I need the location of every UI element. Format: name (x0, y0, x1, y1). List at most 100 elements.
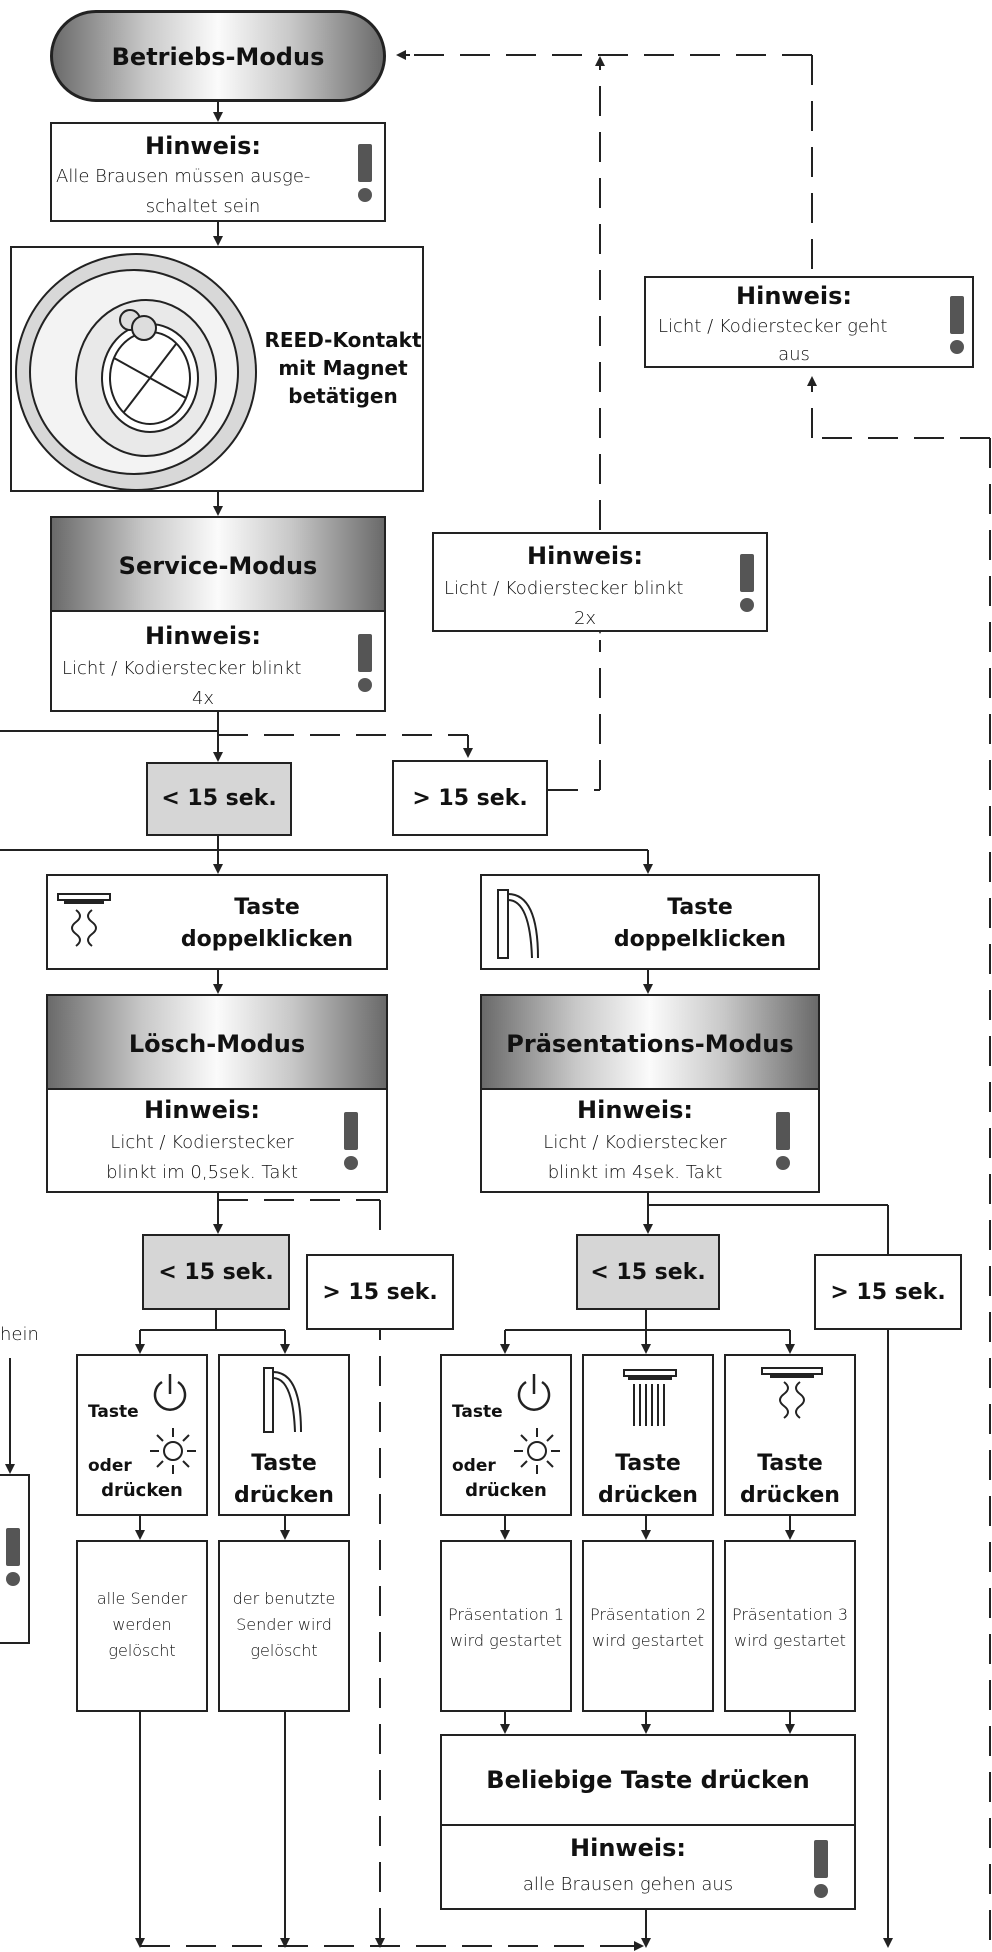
result-text: gelöscht (108, 1641, 176, 1660)
benutzte-sender-box: der benutzte Sender wird gelöscht (218, 1540, 350, 1712)
betriebs-modus-box: Betriebs-Modus (50, 10, 386, 102)
warning-icon (950, 296, 964, 354)
taste-doppelklicken-left: Taste doppelklicken (46, 874, 388, 970)
result-text: der benutzte (232, 1589, 336, 1608)
gt15-label: > 15 sek. (322, 1280, 438, 1305)
hinweis-text: Licht / Kodierstecker blinkt (62, 658, 302, 679)
hinweis-text: Licht / Kodierstecker (110, 1132, 294, 1153)
head-shower-icon (623, 1369, 677, 1426)
lt15-box: < 15 sek. (146, 762, 292, 836)
hinweis-text: alle Brausen gehen aus (522, 1874, 734, 1895)
hinweis-4s-box: Hinweis: Licht / Kodierstecker blinkt im… (480, 1088, 820, 1193)
wave-shower-button-box: Taste drücken (724, 1354, 856, 1516)
lt15-label: < 15 sek. (161, 786, 277, 811)
gt15-label: > 15 sek. (830, 1280, 946, 1305)
result-text: Präsentation 2 (589, 1605, 707, 1624)
betriebs-modus-label: Betriebs-Modus (111, 43, 325, 71)
praes3-box: Präsentation 3 wird gestartet (724, 1540, 856, 1712)
power-icon (517, 1374, 551, 1411)
druecken-label: drücken (234, 1483, 334, 1508)
result-text: wird gestartet (592, 1631, 704, 1650)
power-light-button-box: Taste oder drücken (76, 1354, 208, 1516)
result-text: wird gestartet (450, 1631, 562, 1650)
beliebige-taste-box: Beliebige Taste drücken (440, 1734, 856, 1826)
hinweis-text: 2x (573, 608, 597, 629)
hinweis-geht-aus-box: Hinweis: Licht / Kodierstecker geht aus (644, 276, 974, 368)
praes1-box: Präsentation 1 wird gestartet (440, 1540, 572, 1712)
cut-hinweis-box (0, 1474, 30, 1644)
oder-label: oder (88, 1456, 132, 1476)
praes2-box: Präsentation 2 wird gestartet (582, 1540, 714, 1712)
lt15-label: < 15 sek. (158, 1260, 274, 1285)
hinweis-label: Hinweis: (144, 1096, 260, 1124)
gt15-box: > 15 sek. (306, 1254, 454, 1330)
hinweis-label: Hinweis: (145, 622, 261, 650)
taste-label: Taste (667, 895, 733, 920)
result-text: alle Sender (96, 1589, 188, 1608)
hinweis-text: blinkt im 0,5sek. Takt (106, 1162, 298, 1183)
reed-label: REED-Kontakt (264, 328, 422, 352)
hinweis-label: Hinweis: (145, 132, 261, 160)
hinweis-brausen-aus-box: Hinweis: alle Brausen gehen aus (440, 1824, 856, 1910)
result-text: wird gestartet (734, 1631, 846, 1650)
druecken-label: drücken (740, 1483, 840, 1508)
reed-label: betätigen (288, 384, 398, 408)
hinweis-text: Licht / Kodierstecker blinkt (444, 578, 684, 599)
light-icon (514, 1428, 560, 1474)
head-shower-button-box: Taste drücken (582, 1354, 714, 1516)
hinweis-label: Hinweis: (527, 542, 643, 570)
warning-icon (358, 634, 372, 692)
light-icon (150, 1428, 196, 1474)
hinweis-brausen-box: Hinweis: Alle Brausen müssen ausge- scha… (50, 122, 386, 222)
hinweis-text: Licht / Kodierstecker geht (658, 316, 888, 337)
gt15-box: > 15 sek. (814, 1254, 962, 1330)
service-modus-label: Service-Modus (118, 552, 318, 580)
reed-label: mit Magnet (278, 356, 408, 380)
hinweis-text: blinkt im 4sek. Takt (547, 1162, 723, 1183)
warning-icon (776, 1112, 790, 1170)
reed-kontakt-box: REED-Kontakt mit Magnet betätigen (10, 246, 424, 492)
hinweis-05-box: Hinweis: Licht / Kodierstecker blinkt im… (46, 1088, 388, 1193)
taste-doppelklicken-right: Taste doppelklicken (480, 874, 820, 970)
hinweis-label: Hinweis: (736, 282, 852, 310)
reed-sensor-image (15, 253, 257, 490)
shower-wave-icon (761, 1367, 823, 1419)
shower-wave-icon (57, 893, 111, 947)
druecken-label: drücken (101, 1480, 183, 1501)
alle-sender-box: alle Sender werden gelöscht (76, 1540, 208, 1712)
hand-shower-icon (263, 1367, 302, 1433)
beliebige-taste-label: Beliebige Taste drücken (486, 1766, 810, 1794)
result-text: Präsentation 1 (447, 1605, 565, 1624)
taste-label: Taste (234, 895, 300, 920)
result-text: Sender wird (236, 1615, 332, 1634)
gt15-label: > 15 sek. (412, 786, 528, 811)
warning-icon (358, 144, 372, 202)
taste-label: Taste (757, 1451, 823, 1476)
lt15-box: < 15 sek. (576, 1234, 720, 1310)
warning-icon (740, 554, 754, 612)
loesch-modus-box: Lösch-Modus (46, 994, 388, 1090)
taste-label: Taste (452, 1402, 503, 1422)
result-text: gelöscht (250, 1641, 318, 1660)
hinweis-label: Hinweis: (577, 1096, 693, 1124)
doppelklicken-label: doppelklicken (180, 927, 354, 952)
praes-modus-box: Präsentations-Modus (480, 994, 820, 1090)
warning-icon (814, 1840, 828, 1898)
hinweis-label: Hinweis: (570, 1834, 686, 1862)
service-modus-box: Service-Modus (50, 516, 386, 612)
hand-shower-button-box: Taste drücken (218, 1354, 350, 1516)
druecken-label: drücken (598, 1483, 698, 1508)
oder-label: oder (452, 1456, 496, 1476)
loesch-modus-label: Lösch-Modus (128, 1030, 306, 1058)
gt15-box: > 15 sek. (392, 760, 548, 836)
taste-label: Taste (88, 1402, 139, 1422)
lt15-label: < 15 sek. (590, 1260, 706, 1285)
hinweis-text: 4x (191, 688, 215, 709)
hinweis-text: Alle Brausen müssen ausge- (56, 166, 311, 187)
hinweis-text: schaltet sein (145, 196, 261, 217)
hand-shower-icon (497, 889, 539, 959)
warning-icon (344, 1112, 358, 1170)
praes-modus-label: Präsentations-Modus (506, 1030, 794, 1058)
